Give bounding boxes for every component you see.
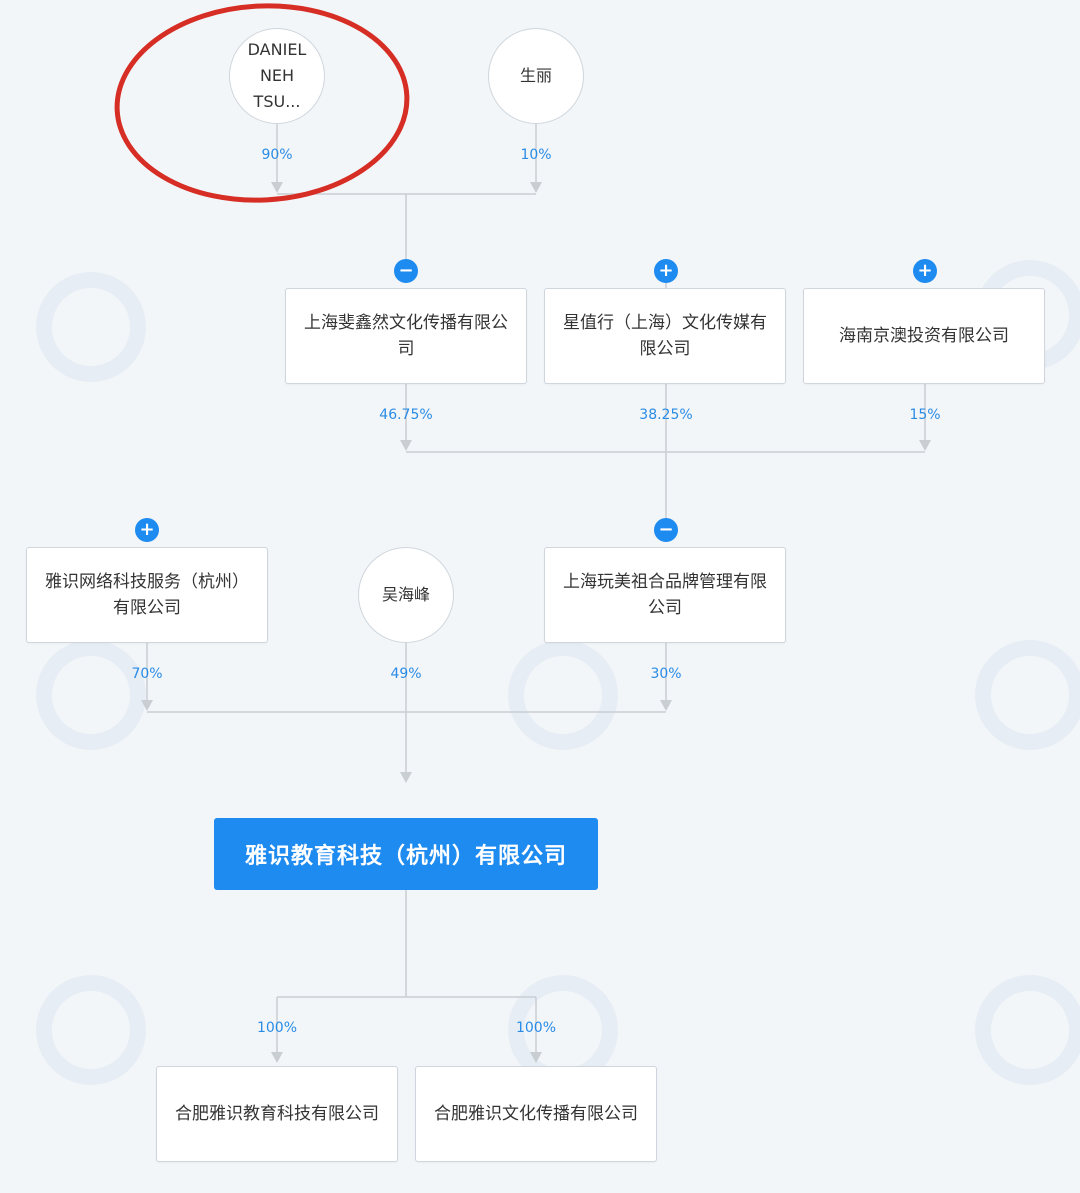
share-percent: 38.25% — [639, 407, 693, 423]
share-percent: 15% — [909, 407, 941, 423]
subsidiary-hefei-education[interactable]: 合肥雅识教育科技有限公司 — [156, 1066, 398, 1162]
share-percent: 30% — [650, 666, 682, 682]
subsidiary-hefei-culture[interactable]: 合肥雅识文化传播有限公司 — [415, 1066, 657, 1162]
expand-button[interactable]: + — [913, 259, 937, 283]
company-xingzhihang[interactable]: 星值行（上海）文化传媒有限公司 — [544, 288, 786, 384]
target-company[interactable]: 雅识教育科技（杭州）有限公司 — [214, 818, 598, 890]
share-percent: 90% — [261, 147, 293, 163]
shareholder-wu-haifeng[interactable]: 吴海峰 — [358, 547, 454, 643]
collapse-button[interactable]: − — [654, 518, 678, 542]
share-percent: 100% — [256, 1020, 298, 1036]
company-feixinran[interactable]: 上海斐鑫然文化传播有限公司 — [285, 288, 527, 384]
shareholder-shengli[interactable]: 生丽 — [488, 28, 584, 124]
share-percent: 10% — [520, 147, 552, 163]
company-wanmei[interactable]: 上海玩美祖合品牌管理有限公司 — [544, 547, 786, 643]
expand-button[interactable]: + — [135, 518, 159, 542]
collapse-button[interactable]: − — [394, 259, 418, 283]
share-percent: 49% — [390, 666, 422, 682]
share-percent: 100% — [515, 1020, 557, 1036]
share-percent: 46.75% — [379, 407, 433, 423]
company-hainan-jingao[interactable]: 海南京澳投资有限公司 — [803, 288, 1045, 384]
company-yashi-network[interactable]: 雅识网络科技服务（杭州）有限公司 — [26, 547, 268, 643]
expand-button[interactable]: + — [654, 259, 678, 283]
share-percent: 70% — [131, 666, 163, 682]
shareholder-daniel[interactable]: DANIEL NEH TSU... — [229, 28, 325, 124]
